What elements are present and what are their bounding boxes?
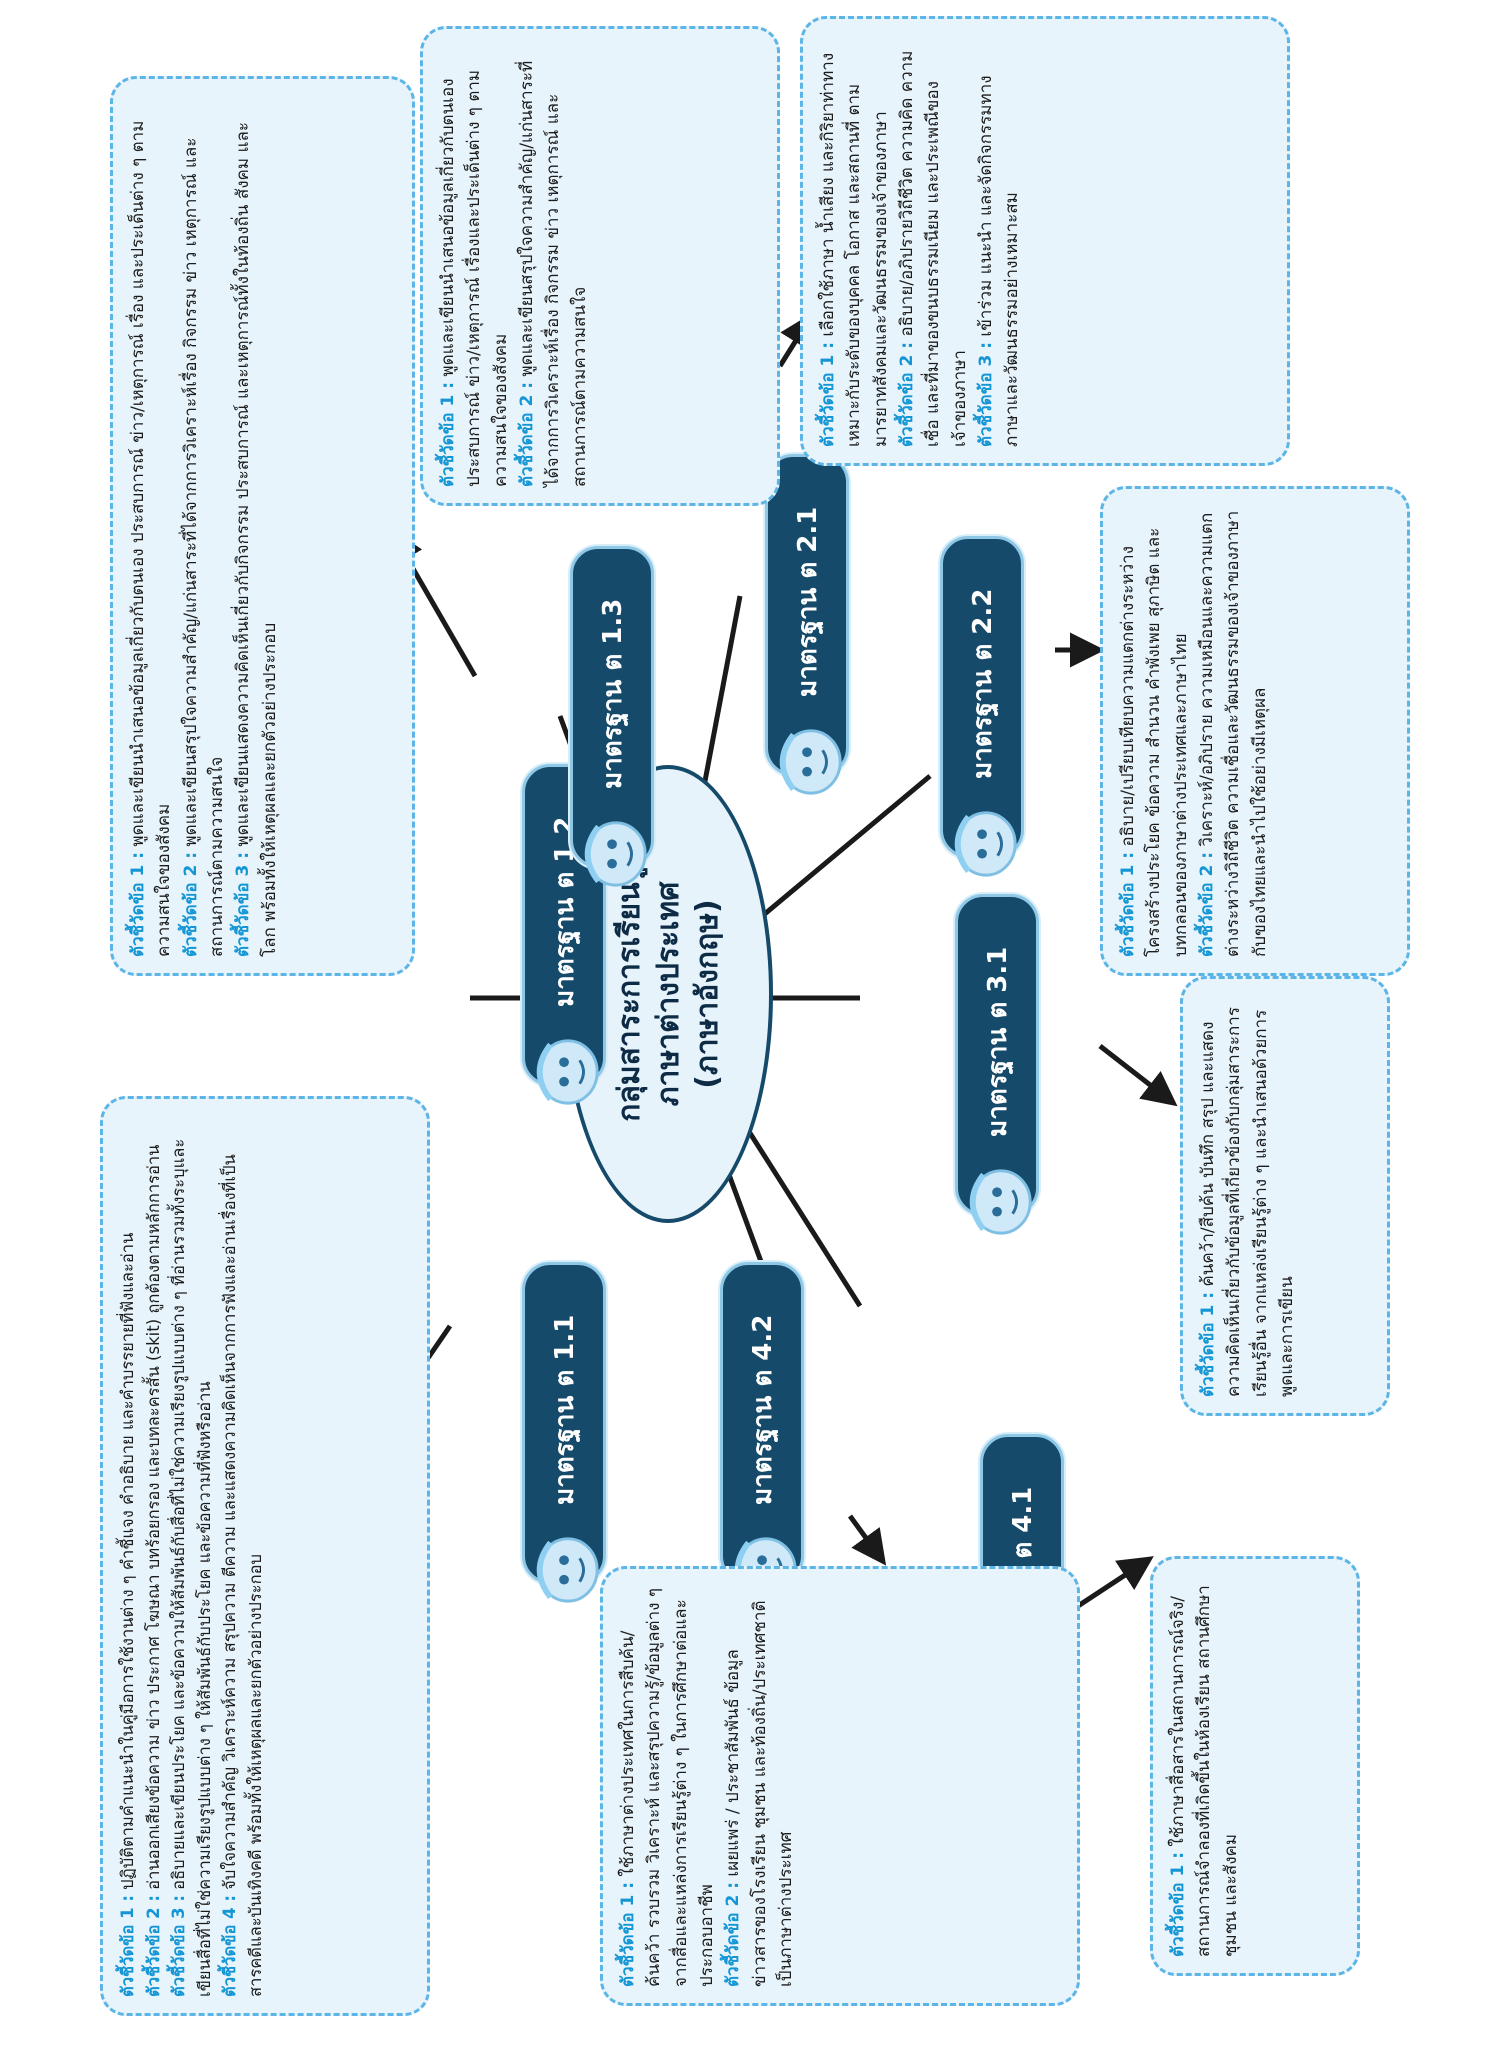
indicator-item: ตัวชี้วัดข้อ 2 : เผยแพร่ / ประชาสัมพันธ์…	[723, 1600, 797, 1987]
standard-t42: มาตรฐาน ต 4.2	[720, 1262, 804, 1603]
standard-label: มาตรฐาน ต 2.1	[792, 506, 823, 697]
standard-t13: มาตรฐาน ต 1.3	[570, 546, 654, 887]
arrow-t41	[1076, 1556, 1154, 1609]
standard-t11: มาตรฐาน ต 1.1	[522, 1262, 606, 1603]
indicator-item: ตัวชี้วัดข้อ 2 : พูดและเขียนสรุปใจความสำ…	[517, 60, 590, 487]
arrow-t42	[847, 1514, 887, 1566]
indicator-box-t21: ตัวชี้วัดข้อ 1 : เลือกใช้ภาษา น้ำเสียง แ…	[800, 16, 1290, 466]
indicator-item: ตัวชี้วัดข้อ 2 : อ่านออกเสียงข้อความ ข่า…	[143, 1144, 163, 1997]
mascot-icon	[779, 729, 842, 795]
indicator-item: ตัวชี้วัดข้อ 2 : อธิบาย/อภิปรายวิถีชีวิต…	[897, 50, 970, 447]
indicator-item: ตัวชี้วัดข้อ 2 : วิเคราะห์/อภิปราย ความเ…	[1197, 510, 1270, 957]
indicator-box-t13: ตัวชี้วัดข้อ 1 : พูดและเขียนนำเสนอข้อมูล…	[420, 26, 780, 506]
standard-label: มาตรฐาน ต 3.1	[982, 946, 1013, 1137]
indicator-item: ตัวชี้วัดข้อ 1 : อธิบาย/เปรียบเทียบความแ…	[1118, 527, 1191, 957]
mascot-icon	[969, 1169, 1032, 1235]
indicator-box-t41: ตัวชี้วัดข้อ 1 : ใช้ภาษาสื่อสารในสถานการ…	[1150, 1556, 1360, 1976]
indicator-item: ตัวชี้วัดข้อ 2 : พูดและเขียนสรุปใจความสำ…	[180, 137, 228, 957]
indicator-item: ตัวชี้วัดข้อ 3 : เข้าร่วม แนะนำ และจัดกิ…	[976, 75, 1023, 447]
indicator-item: ตัวชี้วัดข้อ 1 : ค้นคว้า/สืบค้น บันทึก ส…	[1198, 1007, 1298, 1397]
indicator-box-t11: ตัวชี้วัดข้อ 1 : ปฏิบัติตามคำแนะนำในคู่ม…	[100, 1096, 430, 2016]
center-line-2: ภาษาต่างประเทศ	[650, 881, 686, 1107]
mascot-icon	[954, 811, 1017, 877]
indicator-item: ตัวชี้วัดข้อ 4 : จับใจความสำคัญ วิเคราะห…	[220, 1154, 265, 1997]
indicator-item: ตัวชี้วัดข้อ 1 : เลือกใช้ภาษา น้ำเสียง แ…	[818, 52, 891, 447]
indicator-box-t31: ตัวชี้วัดข้อ 1 : ค้นคว้า/สืบค้น บันทึก ส…	[1180, 976, 1390, 1416]
center-line-3: (ภาษาอังกฤษ)	[689, 899, 725, 1089]
indicator-item: ตัวชี้วัดข้อ 1 : พูดและเขียนนำเสนอข้อมูล…	[128, 120, 175, 957]
mascot-icon	[536, 1039, 599, 1105]
standard-label: มาตรฐาน ต 1.3	[597, 598, 628, 789]
standard-label: มาตรฐาน ต 2.2	[967, 588, 998, 779]
center-line-1: กลุ่มสาระการเรียนรู้	[611, 866, 647, 1122]
indicator-item: ตัวชี้วัดข้อ 1 : ใช้ภาษาสื่อสารในสถานการ…	[1168, 1585, 1241, 1957]
standard-t21: มาตรฐาน ต 2.1	[765, 454, 849, 795]
standard-t31: มาตรฐาน ต 3.1	[955, 894, 1039, 1235]
indicator-item: ตัวชี้วัดข้อ 3 : อธิบายและเขียนประโยค แล…	[169, 1138, 214, 1997]
standard-label: มาตรฐาน ต 1.1	[549, 1314, 580, 1505]
arrow-t31	[1098, 1044, 1178, 1107]
indicator-box-t22: ตัวชี้วัดข้อ 1 : อธิบาย/เปรียบเทียบความแ…	[1100, 486, 1410, 976]
standard-t12: มาตรฐาน ต 1.2	[522, 764, 606, 1105]
mascot-icon	[584, 821, 647, 887]
indicator-item: ตัวชี้วัดข้อ 1 : ใช้ภาษาต่างประเทศในการส…	[618, 1588, 718, 1987]
standard-t22: มาตรฐาน ต 2.2	[940, 536, 1024, 877]
indicator-item: ตัวชี้วัดข้อ 1 : พูดและเขียนนำเสนอข้อมูล…	[438, 69, 511, 487]
indicator-item: ตัวชี้วัดข้อ 1 : ปฏิบัติตามคำแนะนำในคู่ม…	[118, 1232, 137, 1997]
indicator-box-t12: ตัวชี้วัดข้อ 1 : พูดและเขียนนำเสนอข้อมูล…	[110, 76, 415, 976]
mascot-icon	[536, 1537, 599, 1603]
standard-label: มาตรฐาน ต 4.2	[747, 1314, 778, 1505]
indicator-item: ตัวชี้วัดข้อ 3 : พูดและเขียนแสดงความคิดเ…	[233, 122, 280, 957]
indicator-box-t42: ตัวชี้วัดข้อ 1 : ใช้ภาษาต่างประเทศในการส…	[600, 1566, 1080, 2006]
